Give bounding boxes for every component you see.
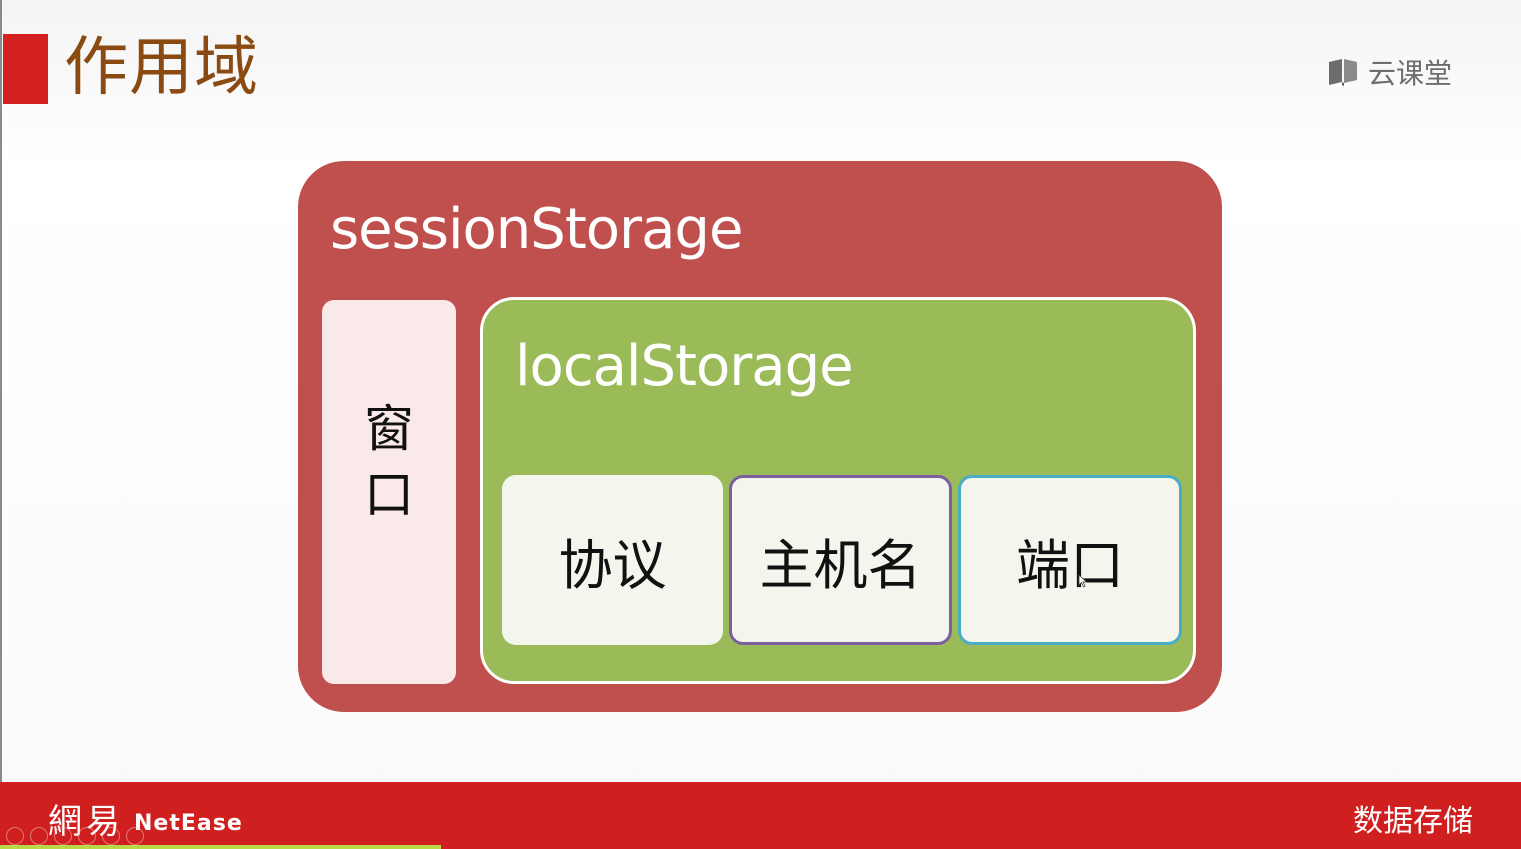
window-box: 窗 口 [322, 300, 456, 684]
course-section-label: 数据存储 [1353, 804, 1473, 839]
zoom-icon[interactable] [102, 827, 120, 845]
more-icon[interactable] [126, 827, 144, 845]
next-icon[interactable] [30, 827, 48, 845]
slide-title: 作用域 [64, 31, 259, 105]
protocol-cell: 协议 [502, 475, 723, 645]
prev-icon[interactable] [6, 827, 24, 845]
slide-edge [0, 0, 2, 782]
local-storage-box: localStorage 协议 主机名 端口 [480, 297, 1196, 684]
player-controls [6, 827, 144, 845]
slides-icon[interactable] [78, 827, 96, 845]
hostname-cell: 主机名 [729, 475, 952, 645]
mouse-cursor-icon [1078, 574, 1088, 588]
brand-logo: 云课堂 [1326, 54, 1452, 90]
title-marker [3, 34, 48, 104]
window-char: 窗 [364, 400, 414, 458]
session-storage-box: sessionStorage 窗 口 localStorage 协议 主机名 端… [298, 161, 1222, 712]
netease-logo-en: NetEase [134, 811, 243, 836]
window-char: 口 [364, 466, 414, 524]
brand-logo-text: 云课堂 [1368, 57, 1453, 90]
video-progress-bar[interactable] [0, 845, 442, 849]
footer-bar: 網易 NetEase 数据存储 [0, 782, 1521, 849]
pen-icon[interactable] [54, 827, 72, 845]
book-icon [1329, 59, 1357, 86]
session-storage-label: sessionStorage [330, 197, 743, 262]
local-storage-label: localStorage [515, 334, 854, 399]
port-cell: 端口 [958, 475, 1182, 645]
